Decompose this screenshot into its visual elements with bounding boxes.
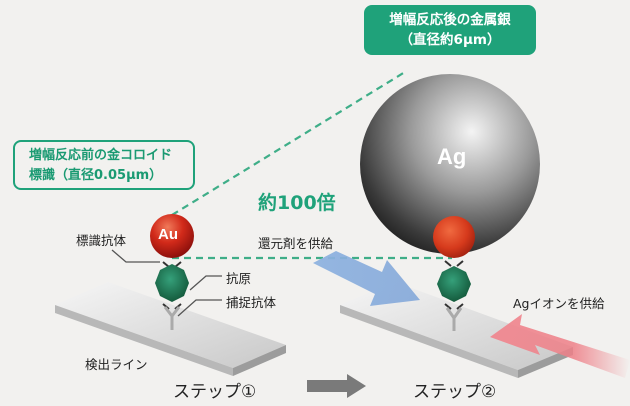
gold-particle-label: Au [158,226,178,243]
antibody-complex-2 [437,260,471,331]
gold-particle [150,214,194,258]
antigen-label: 抗原 [226,271,252,286]
step-progress-arrow [307,374,366,398]
reducing-agent-label: 還元剤を供給 [258,236,334,251]
after-amplification-callout: 増幅反応後の金属銀 （直径約6μm） [364,5,536,55]
labeled-antibody-label: 標識抗体 [76,233,127,248]
step-1-label: ステップ① [173,382,257,402]
callout-before-line1: 増幅反応前の金コロイド [29,148,173,163]
capture-antibody-label: 捕捉抗体 [226,295,277,310]
silver-particle-label: Ag [437,144,467,169]
callout-before-line2: 標識（直径0.05μm） [29,168,163,183]
ag-ion-label: Agイオンを供給 [513,296,605,311]
callout-after-line2: （直径約6μm） [399,32,501,48]
silver-particle [360,74,540,254]
detection-line-label: 検出ライン [85,357,148,372]
magnification-label: 約100倍 [258,192,336,214]
detection-strip-2 [340,282,573,378]
reducing-agent-arrow [313,251,420,306]
ag-ion-arrow [490,314,630,378]
magnification-guide-lines [171,71,452,260]
leader-lines [111,249,222,317]
step-2-label: ステップ② [413,382,497,402]
before-amplification-callout: 増幅反応前の金コロイド 標識（直径0.05μm） [13,140,195,190]
antibody-complex-1 [155,261,189,330]
gold-core-particle [433,216,475,258]
callout-after-line1: 増幅反応後の金属銀 [389,12,511,28]
